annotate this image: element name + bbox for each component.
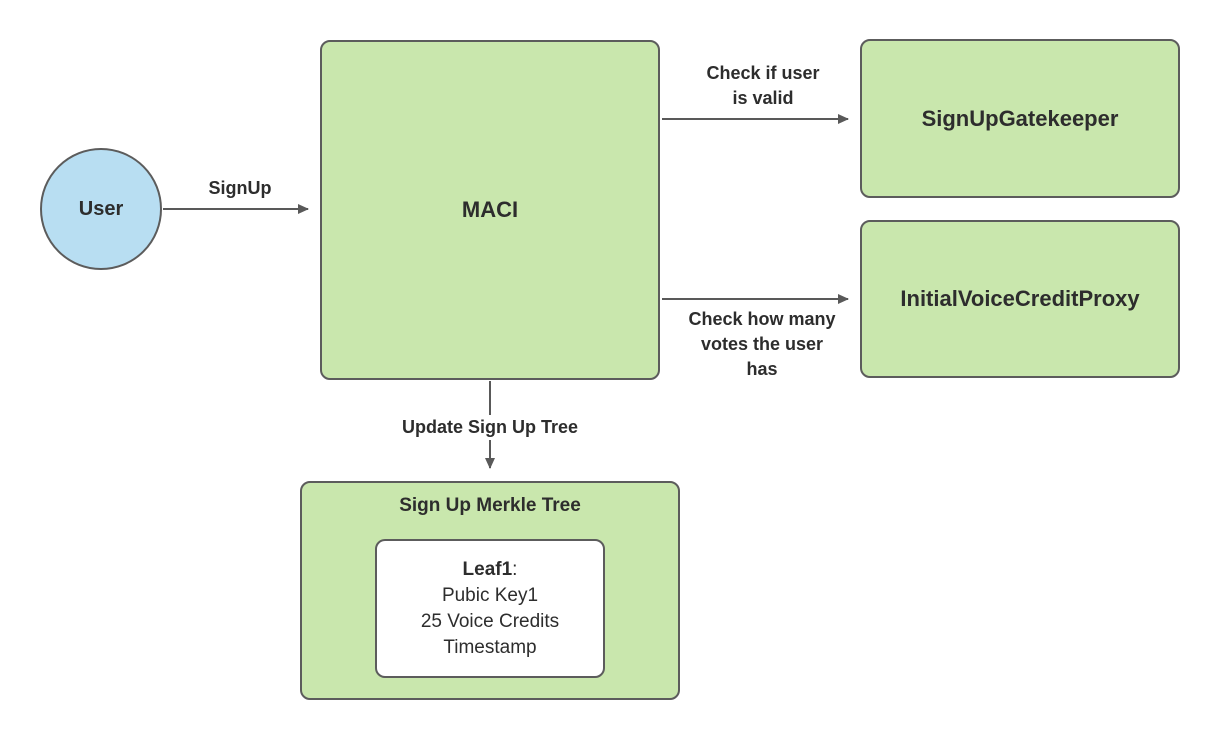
- initial-voice-credit-proxy-node: InitialVoiceCreditProxy: [860, 220, 1180, 378]
- leaf1-separator: :: [512, 558, 518, 580]
- maci-node-label: MACI: [461, 197, 519, 222]
- signup-merkle-tree-node: Sign Up Merkle Tree Leaf1: Pubic Key1 25…: [300, 481, 680, 700]
- check-valid-edge-label: Check if user is valid: [706, 63, 820, 108]
- leaf1-title: Leaf1:: [463, 557, 518, 583]
- leaf1-voice-credits: 25 Voice Credits: [420, 610, 560, 632]
- leaf1-name: Leaf1: [462, 558, 513, 580]
- signup-edge-label: SignUp: [208, 178, 272, 198]
- signup-gatekeeper-node: SignUpGatekeeper: [860, 39, 1180, 198]
- update-tree-edge-label: Update Sign Up Tree: [396, 415, 584, 440]
- leaf1-timestamp: Timestamp: [443, 636, 537, 658]
- signup-gatekeeper-label: SignUpGatekeeper: [921, 105, 1119, 131]
- leaf1-public-key: Pubic Key1: [441, 584, 539, 606]
- maci-node: MACI: [320, 40, 660, 380]
- leaf1-card: Leaf1: Pubic Key1 25 Voice Credits Times…: [375, 539, 605, 678]
- user-node-label: User: [78, 197, 124, 220]
- user-node: User: [40, 148, 162, 270]
- initial-voice-credit-proxy-label: InitialVoiceCreditProxy: [900, 286, 1140, 311]
- signup-merkle-tree-title: Sign Up Merkle Tree: [399, 495, 581, 516]
- check-votes-edge-label: Check how many votes the user has: [688, 309, 836, 379]
